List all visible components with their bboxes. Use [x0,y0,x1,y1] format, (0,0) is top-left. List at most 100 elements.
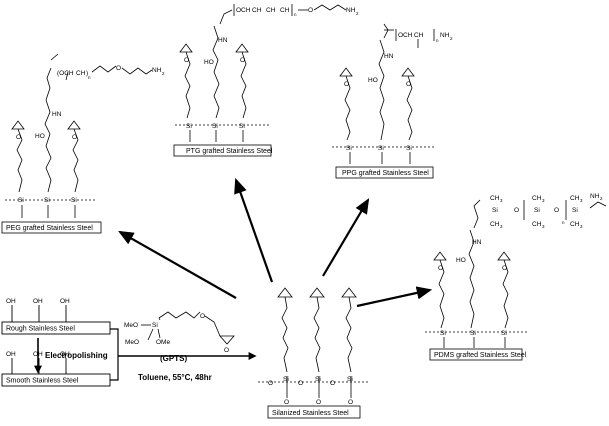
hn-label: HN [384,53,394,60]
arrow-to-ppg [322,198,370,277]
si-label: Si [239,123,245,130]
o-label: O [200,313,205,320]
o-label: O [116,65,121,72]
si-label: Si [440,330,446,337]
arrow-to-ptg [234,177,274,283]
o-label: O [298,380,303,387]
ch3-label: CH [490,195,500,202]
ppg-substrate [332,23,435,179]
ppg-polymer: OCH [398,32,413,39]
nh2-label: NH [590,193,600,200]
peg-label: PEG grafted Stainless Steel [6,225,93,232]
smooth-substrate: OH OH OH Smooth Stainless Steel [1,351,111,387]
meo-label: MeO [125,339,139,346]
si-label: Si [315,376,321,383]
hn-label: HN [52,111,62,118]
smooth-label: Smooth Stainless Steel [6,378,79,385]
si-label: Si [470,330,476,337]
peg-polymer: (OCH [57,70,74,77]
subscript: 3 [542,198,545,203]
nh2-label: NH [152,67,162,74]
rough-substrate: OH OH OH Rough Stainless Steel [1,298,111,335]
rough-label: Rough Stainless Steel [6,326,75,333]
oh-label: OH [6,351,16,358]
silanized-substrate [258,287,370,419]
subscript: 2 [450,36,453,41]
ch3-label: CH [490,221,500,228]
n-subscript: n [436,38,439,43]
si-label: Si [186,123,192,130]
subscript: 2 [162,71,165,76]
pdms-polymer: Si [572,207,578,214]
hn-label: HN [218,37,228,44]
subscript: 2 [356,11,359,16]
silanized-label: Silanized Stainless Steel [272,410,349,417]
ho-label: HO [368,77,378,84]
si-label: Si [347,376,353,383]
si-label: Si [406,145,412,152]
o-label: O [514,207,519,214]
pdms-polymer: Si [534,207,540,214]
ptg-label: PTG grafted Stainless Steel [186,148,273,155]
o-label: O [344,81,349,88]
subscript: 2 [600,196,603,201]
o-label: O [406,81,411,88]
o-label: O [348,399,353,406]
o-label: O [554,207,559,214]
arrow-to-peg [118,230,237,299]
nh2-label: NH [346,7,356,14]
o-label: O [224,347,229,354]
o-label: O [16,134,21,141]
nh2-label: NH [440,32,450,39]
ptg-polymer: CH [266,7,276,14]
meo-label: MeO [124,322,138,329]
si-label: Si [501,330,507,337]
ch3-label: CH [532,221,542,228]
ome-label: OMe [156,339,170,346]
gpts-label: (GPTS) [160,354,187,363]
oh-label: OH [60,351,70,358]
si-label: Si [283,376,289,383]
subscript: 3 [542,224,545,229]
ch3-label: CH [570,221,580,228]
si-label: Si [212,123,218,130]
si-label: Si [378,145,384,152]
ppg-polymer: CH [414,32,424,39]
oh-label: OH [33,298,43,305]
si-label: Si [44,197,50,204]
ptg-polymer: CH [280,7,290,14]
pdms-polymer: Si [492,207,498,214]
o-label: O [330,380,335,387]
n-subscript: n [294,12,297,17]
conditions-label: Toluene, 55°C, 48hr [138,373,212,382]
o-label: O [284,399,289,406]
subscript: 3 [580,198,583,203]
arrow-to-pdms [356,286,433,308]
si-label: Si [18,197,24,204]
si-label: Si [346,145,352,152]
o-label: O [502,265,507,272]
o-label: O [268,380,273,387]
bracket [110,328,119,381]
o-label: O [184,57,189,64]
ptg-polymer: CH [252,7,262,14]
subscript: 3 [500,224,503,229]
o-label: O [308,7,313,14]
peg-substrate [1,53,102,234]
ptg-substrate [173,9,272,157]
si-label: Si [71,197,77,204]
peg-polymer: CH [76,70,86,77]
smooth-box [1,373,111,387]
ho-label: HO [35,133,45,140]
o-label: O [240,57,245,64]
ch3-label: CH [532,195,542,202]
o-label: O [316,399,321,406]
ho-label: HO [204,59,214,66]
si-label: Si [152,322,158,329]
oh-label: OH [6,298,16,305]
subscript: 3 [500,198,503,203]
gpts-structure: MeO Si MeO OMe O O [124,311,235,354]
n-subscript: n [88,75,91,80]
pdms-substrate [425,199,607,361]
